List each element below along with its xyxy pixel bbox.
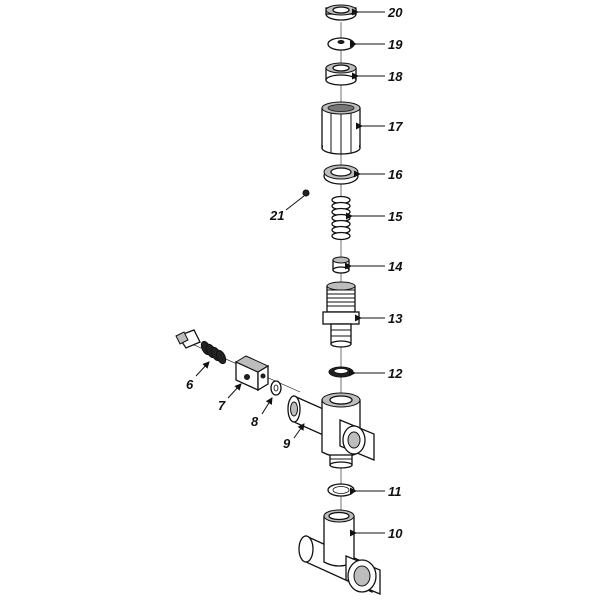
part-20-cap [325,4,357,21]
leader-21 [285,195,305,211]
part-16-ring [323,164,359,185]
label-19: 19 [388,37,403,52]
label-21: 21 [269,208,284,223]
part-11-gasket [327,483,355,497]
label-8: 8 [251,414,259,429]
label-12: 12 [388,366,403,381]
part-10-tee [298,509,381,595]
label-20: 20 [387,5,403,20]
part-8-washer [270,380,282,396]
label-7: 7 [218,398,226,413]
part-19-washer [327,37,355,51]
part-17-knob [321,101,361,155]
part-12-o-ring [328,366,354,378]
label-16: 16 [388,167,403,182]
leader-6 [195,361,210,377]
part-6-nozzle [175,329,227,365]
label-17: 17 [388,119,403,134]
leader-9 [293,423,305,439]
part-14-poppet [332,256,350,274]
label-14: 14 [388,259,403,274]
leader-7 [227,383,242,399]
label-13: 13 [388,311,403,326]
label-11: 11 [388,484,402,499]
leader-8 [261,397,273,415]
label-9: 9 [283,436,291,451]
part-9-valve-body [287,392,375,469]
label-15: 15 [388,209,403,224]
label-10: 10 [388,526,403,541]
part-13-threaded-body [322,281,360,348]
part-18-bearing [325,62,357,86]
part-21-ball [302,189,310,197]
label-18: 18 [388,69,403,84]
part-7-adjuster [234,355,270,392]
label-6: 6 [186,377,194,392]
part-15-spring [331,195,351,241]
